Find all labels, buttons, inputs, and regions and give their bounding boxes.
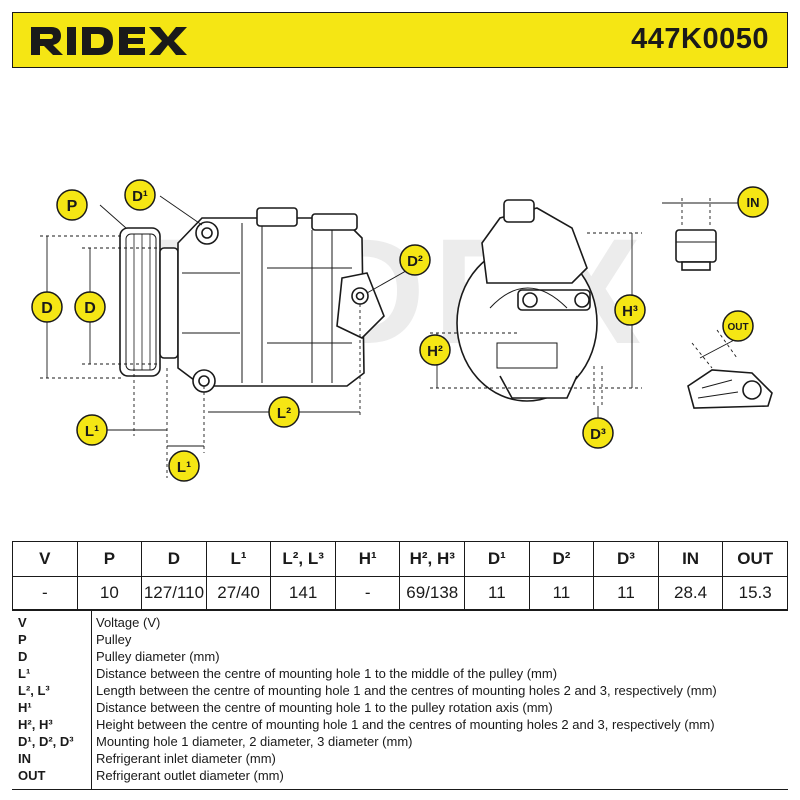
svg-text:H²: H² bbox=[427, 343, 443, 360]
legend-key: OUT bbox=[18, 768, 46, 783]
spec-header: IN bbox=[657, 541, 724, 577]
label-out: OUT bbox=[722, 310, 754, 342]
svg-text:D³: D³ bbox=[590, 426, 606, 443]
inlet-fitting bbox=[675, 229, 717, 271]
svg-text:L²: L² bbox=[277, 405, 291, 422]
legend: V Voltage (V) P Pulley D Pulley diameter… bbox=[12, 610, 788, 790]
svg-text:L¹: L¹ bbox=[85, 423, 99, 440]
svg-text:IN: IN bbox=[747, 195, 760, 210]
label-in: IN bbox=[737, 186, 769, 218]
spec-value: 69/138 bbox=[399, 576, 466, 610]
spec-header: H², H³ bbox=[399, 541, 466, 577]
spec-header: D¹ bbox=[464, 541, 530, 577]
spec-header: L¹ bbox=[205, 541, 272, 577]
spec-header: P bbox=[76, 541, 143, 577]
spec-value: 11 bbox=[593, 576, 659, 610]
svg-text:D¹: D¹ bbox=[132, 188, 148, 205]
outlet-dimension bbox=[691, 329, 739, 369]
legend-key: D bbox=[18, 649, 28, 664]
label-d-inner: D bbox=[74, 291, 106, 323]
spec-value: 15.3 bbox=[722, 576, 788, 610]
label-h2: H² bbox=[419, 334, 451, 366]
label-d-outer: D bbox=[31, 291, 63, 323]
spec-header-row: V P D L¹ L², L³ H¹ H², H³ D¹ D² D³ IN OU… bbox=[12, 541, 788, 577]
spec-value: 11 bbox=[464, 576, 530, 610]
legend-text: Refrigerant inlet diameter (mm) bbox=[96, 751, 276, 766]
label-d1: D¹ bbox=[124, 179, 156, 211]
legend-key: V bbox=[18, 615, 27, 630]
label-l2: L² bbox=[268, 396, 300, 428]
spec-value: 28.4 bbox=[657, 576, 724, 610]
legend-text: Voltage (V) bbox=[96, 615, 161, 630]
spec-table: V P D L¹ L², L³ H¹ H², H³ D¹ D² D³ IN OU… bbox=[12, 541, 788, 610]
legend-key: L², L³ bbox=[18, 683, 50, 698]
legend-key: L¹ bbox=[18, 666, 31, 681]
legend-key: H¹ bbox=[18, 700, 32, 715]
label-l1-left: L¹ bbox=[76, 414, 108, 446]
spec-value: 27/40 bbox=[205, 576, 272, 610]
legend-text: Mounting hole 1 diameter, 2 diameter, 3 … bbox=[96, 734, 413, 749]
compressor-rear-view bbox=[456, 199, 598, 402]
legend-text: Height between the centre of mounting ho… bbox=[96, 717, 715, 732]
svg-text:D²: D² bbox=[407, 253, 423, 270]
legend-key: IN bbox=[18, 751, 31, 766]
spec-header: D³ bbox=[593, 541, 659, 577]
spec-value-row: - 10 127/110 27/40 141 - 69/138 11 11 11… bbox=[12, 576, 788, 610]
spec-value: 10 bbox=[76, 576, 143, 610]
spec-header: L², L³ bbox=[270, 541, 336, 577]
legend-text: Pulley bbox=[96, 632, 132, 647]
legend-text: Length between the centre of mounting ho… bbox=[96, 683, 717, 698]
label-l1-bottom: L¹ bbox=[168, 450, 200, 482]
label-h3: H³ bbox=[614, 294, 646, 326]
svg-text:D: D bbox=[84, 300, 96, 317]
legend-divider bbox=[91, 611, 92, 789]
spec-value: - bbox=[334, 576, 401, 610]
technical-drawing: RIDEX bbox=[31, 179, 773, 482]
compressor-side-view bbox=[119, 207, 385, 393]
spec-header: D² bbox=[528, 541, 595, 577]
svg-text:D: D bbox=[41, 300, 53, 317]
spec-value: - bbox=[12, 576, 78, 610]
legend-text: Pulley diameter (mm) bbox=[96, 649, 220, 664]
svg-text:OUT: OUT bbox=[727, 322, 748, 333]
svg-text:P: P bbox=[67, 198, 78, 215]
svg-text:L¹: L¹ bbox=[177, 459, 191, 476]
label-p: P bbox=[56, 189, 88, 221]
part-number: 447K0050 bbox=[631, 23, 769, 55]
legend-key: P bbox=[18, 632, 27, 647]
spec-value: 11 bbox=[528, 576, 595, 610]
legend-text: Distance between the centre of mounting … bbox=[96, 700, 553, 715]
ridex-logo bbox=[31, 27, 187, 55]
outlet-fitting bbox=[687, 369, 773, 409]
legend-text: Refrigerant outlet diameter (mm) bbox=[96, 768, 284, 783]
header-bar: 447K0050 bbox=[12, 12, 788, 68]
label-d2: D² bbox=[399, 244, 431, 276]
spec-value: 141 bbox=[270, 576, 336, 610]
spec-header: D bbox=[141, 541, 207, 577]
label-d3: D³ bbox=[582, 417, 614, 449]
legend-key: H², H³ bbox=[18, 717, 53, 732]
spec-header: H¹ bbox=[334, 541, 401, 577]
spec-header: V bbox=[12, 541, 78, 577]
legend-text: Distance between the centre of mounting … bbox=[96, 666, 558, 681]
spec-value: 127/110 bbox=[141, 576, 207, 610]
spec-header: OUT bbox=[722, 541, 788, 577]
inlet-dimension bbox=[662, 198, 738, 228]
svg-text:H³: H³ bbox=[622, 303, 638, 320]
legend-key: D¹, D², D³ bbox=[18, 734, 74, 749]
